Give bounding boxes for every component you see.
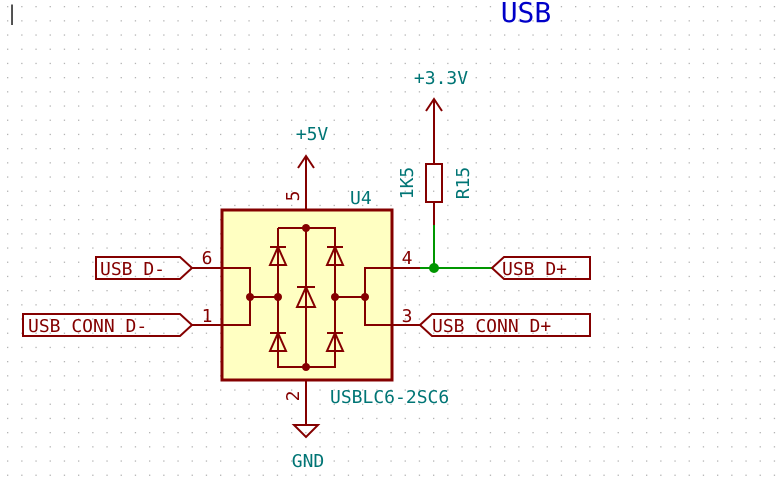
- net-label-usb-conn-d-minus[interactable]: USB_CONN_D-: [22, 313, 194, 337]
- diode-bottom-right-icon: [325, 330, 345, 352]
- sheet-title: USB: [501, 0, 552, 29]
- ground-icon: [291, 424, 321, 439]
- ic-u4[interactable]: U4 USBLC6-2SC6 6 1 4 3 5 2: [192, 188, 449, 425]
- net-label-text: USB_CONN_D-: [28, 316, 147, 337]
- pin-number-2: 2: [283, 391, 304, 402]
- ground-symbol[interactable]: GND: [291, 424, 325, 472]
- net-label-shape: [490, 256, 591, 280]
- tvs-diode-icons: [268, 244, 345, 352]
- net-label-shape: [418, 313, 591, 337]
- wire-junction-dot: [429, 263, 439, 273]
- net-label-shape: [22, 313, 194, 337]
- text-cursor: |: [6, 1, 18, 25]
- net-label-usb-d-plus[interactable]: USB_D+: [490, 256, 591, 280]
- diode-center-icon: [295, 284, 317, 308]
- resistor-r15[interactable]: 1K5 R15: [397, 138, 474, 225]
- diode-top-right-icon: [325, 244, 345, 266]
- grid-dots: [7, 6, 776, 476]
- ground-label: GND: [292, 451, 325, 472]
- diode-top-left-icon: [268, 244, 288, 266]
- power-label-5v: +5V: [296, 124, 329, 145]
- pin-number-4: 4: [402, 248, 413, 269]
- ic-internal-junctions: [246, 224, 369, 371]
- power-label-3v3: +3.3V: [414, 68, 468, 89]
- resistor-value: 1K5: [397, 167, 418, 200]
- net-label-text: USB_D+: [502, 259, 567, 280]
- pin-number-6: 6: [202, 248, 213, 269]
- ic-reference: U4: [350, 188, 372, 209]
- resistor-reference: R15: [453, 167, 474, 200]
- diode-bottom-left-icon: [268, 330, 288, 352]
- net-label-usb-conn-d-plus[interactable]: USB_CONN_D+: [418, 313, 591, 337]
- net-label-usb-d-minus[interactable]: USB_D-: [95, 256, 194, 280]
- ic-value: USBLC6-2SC6: [330, 387, 449, 408]
- wires: [420, 225, 492, 273]
- pin-number-5: 5: [283, 191, 304, 202]
- pin-number-1: 1: [202, 306, 213, 327]
- power-symbol-3v3[interactable]: +3.3V: [414, 68, 468, 138]
- pin-number-3: 3: [402, 306, 413, 327]
- power-symbol-5v[interactable]: +5V: [296, 124, 329, 210]
- net-label-text: USB_CONN_D+: [432, 316, 551, 337]
- net-label-text: USB_D-: [100, 259, 165, 280]
- net-label-shape: [95, 256, 194, 280]
